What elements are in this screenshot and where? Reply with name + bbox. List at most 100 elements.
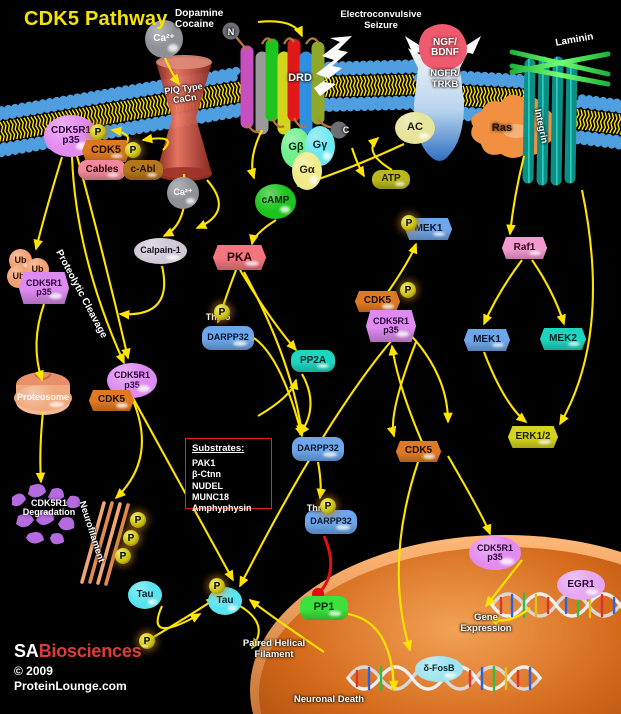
node-gloss (336, 525, 350, 531)
node-gloss (106, 172, 120, 177)
node-gloss (147, 172, 158, 177)
node-cdk5-c[interactable]: CDK5 (89, 390, 134, 411)
label-c-term: C (342, 125, 350, 135)
integrin-receptor (522, 56, 578, 186)
label-paired-helical: Paired Helical Filament (242, 638, 306, 660)
node-erk12[interactable]: ERK1/2 (508, 426, 558, 448)
node-label: Cables (85, 163, 119, 175)
node-label: CDK5R1 Degradation (22, 497, 76, 517)
node-label: Tau (216, 594, 234, 606)
node-label: CDK5R1 p35 (372, 315, 409, 335)
node-label: Ras (491, 122, 513, 135)
node-gloss (323, 151, 331, 160)
node-gloss (310, 176, 318, 184)
substrates-box: Substrates: PAK1 β-Ctnn NUDEL MUNC18 Amp… (185, 438, 272, 513)
node-gloss (529, 251, 541, 256)
node-gloss (382, 304, 394, 309)
node-gloss (394, 182, 405, 186)
node-label: Proteosome (16, 392, 69, 403)
node-gloss (323, 452, 337, 458)
node-ras[interactable]: Ras (476, 107, 528, 151)
node-ca-top[interactable]: Ca²⁺ (145, 20, 183, 58)
node-label: Gγ (312, 139, 328, 152)
copyright-text: © 2009 (14, 664, 53, 678)
node-camp[interactable]: cAMP (255, 184, 296, 219)
node-delta-fosb[interactable]: δ-FosB (415, 656, 463, 682)
node-gloss (76, 141, 91, 151)
node-gloss (165, 254, 180, 260)
website-text: ProteinLounge.com (14, 679, 127, 693)
node-gloss (491, 343, 504, 348)
node-gloss (116, 403, 128, 408)
node-raf1[interactable]: Raf1 (502, 237, 547, 259)
node-pp2a[interactable]: PP2A (291, 350, 335, 372)
substrate-item: NUDEL (192, 480, 223, 491)
node-gloss (279, 206, 291, 214)
lightning-bolt-icon (314, 36, 352, 96)
node-darpp32-mid[interactable]: DARPP32 (292, 437, 344, 461)
node-label: MEK2 (549, 332, 577, 344)
node-label: MEK1 (414, 222, 443, 234)
substrate-item: Amphyphysin (192, 503, 252, 514)
node-label: CDK5 (363, 295, 392, 307)
label-ngfr-trkb: NGFR/ TRKB (430, 68, 460, 90)
node-cdk5r1-p35-ub[interactable]: CDK5R1 p35 (19, 272, 69, 304)
substrates-heading: Substrates: (192, 443, 245, 454)
phosphate-icon-p-cdk5r1-mem: P (90, 124, 106, 140)
phosphate-icon-p-thr34: P (320, 498, 336, 514)
node-label: DARPP32 (310, 516, 352, 527)
node-cdk5r1-p35-nu[interactable]: CDK5R1 p35 (469, 536, 521, 570)
node-darpp32-thr75[interactable]: DARPP32 (202, 326, 254, 350)
node-mek1[interactable]: MEK1 (464, 329, 510, 351)
node-ca-mid[interactable]: Ca²⁺ (167, 177, 199, 209)
node-gloss (22, 263, 29, 269)
node-gloss (186, 197, 195, 204)
node-label: Gβ (288, 141, 304, 154)
phosphate-icon-p-thr75: P (214, 304, 230, 320)
node-galpha[interactable]: Gα (292, 152, 322, 190)
ngf-bdnf-ligand (418, 24, 467, 70)
node-gloss (49, 292, 62, 299)
node-pp1[interactable]: PP1 (300, 596, 348, 620)
node-gloss (433, 232, 446, 237)
node-cdk5r1-p35-mem[interactable]: CDK5R1 p35 (44, 115, 98, 157)
label-dopamine-cocaine: Dopamine Cocaine (175, 8, 224, 31)
cdk5r1-degradation-fragments (12, 484, 81, 545)
node-mek2[interactable]: MEK2 (540, 328, 586, 350)
node-label: Gα (299, 164, 315, 177)
node-gloss (396, 330, 409, 337)
node-cdk5-mem[interactable]: CDK5 (82, 140, 130, 162)
node-ac[interactable]: AC (395, 112, 435, 144)
node-label: CDK5 (91, 144, 121, 157)
node-gloss (233, 341, 247, 347)
node-ngf-bdnf[interactable]: NGF/ BDNF (423, 29, 467, 67)
node-label: AC (407, 121, 423, 134)
node-cables[interactable]: Cables (78, 160, 126, 180)
node-label: MEK1 (473, 333, 501, 345)
node-egr1[interactable]: EGR1 (557, 570, 605, 600)
node-proteosome[interactable]: Proteosome (14, 385, 72, 411)
neurofilament-strands (80, 501, 130, 586)
substrate-item: MUNC18 (192, 491, 230, 502)
node-atp[interactable]: ATP (372, 170, 410, 189)
node-label: DARPP32 (207, 332, 249, 343)
drd-receptor (222, 22, 348, 139)
label-electro-seizure: Electroconvulsive Seizure (340, 9, 422, 31)
node-cdk5-low[interactable]: CDK5 (396, 441, 441, 462)
node-gloss (148, 598, 158, 605)
node-calpain1[interactable]: Calpain-1 (134, 238, 187, 264)
node-tau-1[interactable]: Tau (128, 581, 162, 609)
node-cdk5-p-mek[interactable]: CDK5 (355, 291, 400, 312)
node-gloss (585, 589, 599, 596)
node-label: CDK5 (97, 394, 126, 406)
node-cdk5r1-degrad[interactable]: CDK5R1 Degradation (10, 487, 88, 529)
logo-wordmark: SABiosciences™ (14, 641, 148, 662)
node-label: NGF/ BDNF (431, 36, 459, 58)
node-darpp32-thr34[interactable]: DARPP32 (305, 510, 357, 534)
node-pka[interactable]: PKA (213, 245, 266, 270)
node-c-abl[interactable]: c-Abl (123, 160, 163, 180)
node-label: ERK1/2 (515, 430, 551, 442)
node-label: EGR1 (567, 578, 595, 590)
node-label: Ub (31, 263, 44, 274)
node-cdk5r1-p35-r[interactable]: CDK5R1 p35 (366, 310, 416, 342)
